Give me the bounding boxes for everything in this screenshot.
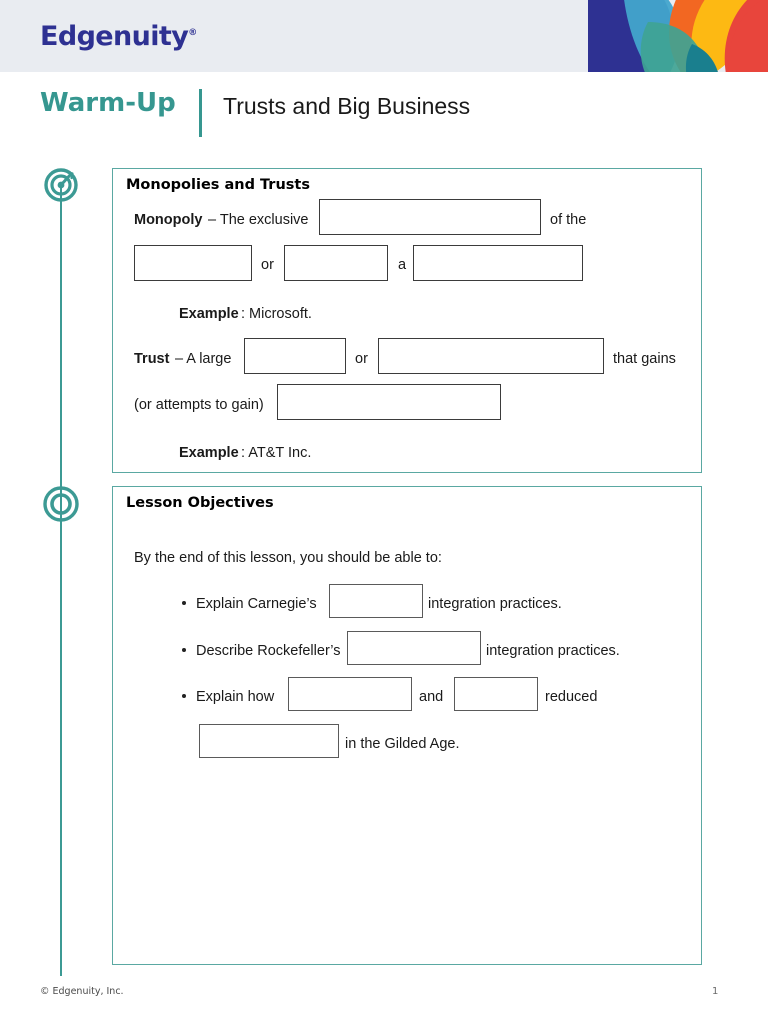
objective-1-text-a: Explain Carnegie’s: [196, 596, 317, 612]
trust-or-attempts-text: (or attempts to gain): [134, 397, 264, 413]
blank-trust-2[interactable]: [378, 338, 604, 374]
blank-monopoly-3[interactable]: [284, 245, 388, 281]
footer-page-number: 1: [712, 986, 719, 997]
target-icon: [44, 168, 78, 202]
page-title-topic: Trusts and Big Business: [223, 93, 471, 119]
blank-objective-3a[interactable]: [288, 677, 412, 711]
registered-trademark-icon: ®: [188, 28, 197, 38]
blank-trust-1[interactable]: [244, 338, 346, 374]
objective-3-text-c: reduced: [545, 689, 598, 705]
card-heading-objectives: Lesson Objectives: [126, 495, 274, 511]
title-divider: [199, 89, 202, 137]
blank-monopoly-4[interactable]: [413, 245, 583, 281]
timeline-rail-line: [60, 186, 62, 976]
blank-monopoly-2[interactable]: [134, 245, 252, 281]
blank-trust-3[interactable]: [277, 384, 501, 420]
card-heading-monopolies: Monopolies and Trusts: [126, 177, 310, 193]
trust-example-value: : AT&T Inc.: [241, 445, 312, 461]
bullet-icon: [182, 694, 186, 698]
objective-1-text-b: integration practices.: [428, 596, 562, 612]
edgenuity-logo-wordmark: Edgenuity®: [40, 21, 197, 52]
trust-definition-lead: – A large: [175, 351, 232, 367]
monopoly-a-text: a: [398, 257, 407, 273]
blank-objective-2[interactable]: [347, 631, 481, 665]
monopoly-definition-lead: – The exclusive: [208, 212, 309, 228]
edgenuity-petal-logo-icon: [588, 0, 768, 72]
brand-header-bar: Edgenuity®: [0, 0, 768, 72]
ring-icon: [43, 486, 79, 522]
blank-objective-3b[interactable]: [454, 677, 538, 711]
trust-that-gains-text: that gains: [613, 351, 676, 367]
monopoly-example-label: Example: [179, 306, 239, 322]
monopoly-term-label: Monopoly: [134, 212, 203, 228]
trust-example-label: Example: [179, 445, 239, 461]
card-lesson-objectives: Lesson Objectives By the end of this les…: [112, 486, 702, 965]
objective-2-text-b: integration practices.: [486, 643, 620, 659]
monopoly-of-the-text: of the: [550, 212, 587, 228]
objective-2-text-a: Describe Rockefeller’s: [196, 643, 341, 659]
page-title-warmup: Warm-Up: [40, 88, 176, 118]
objective-3-text-a: Explain how: [196, 689, 275, 705]
objective-3-text-d: in the Gilded Age.: [345, 736, 460, 752]
footer-copyright: © Edgenuity, Inc.: [40, 986, 124, 997]
blank-objective-3c[interactable]: [199, 724, 339, 758]
trust-term-label: Trust: [134, 351, 170, 367]
bullet-icon: [182, 601, 186, 605]
monopoly-or-text: or: [261, 257, 274, 273]
blank-objective-1[interactable]: [329, 584, 423, 618]
trust-or-text: or: [355, 351, 368, 367]
objective-3-text-b: and: [419, 689, 444, 705]
blank-monopoly-1[interactable]: [319, 199, 541, 235]
monopoly-example-value: : Microsoft.: [241, 306, 312, 322]
bullet-icon: [182, 648, 186, 652]
objectives-intro-text: By the end of this lesson, you should be…: [134, 550, 442, 566]
edgenuity-logo-text: Edgenuity: [40, 21, 189, 52]
page-title-row: Warm-Up Trusts and Big Business: [0, 72, 768, 144]
card-monopolies-and-trusts: Monopolies and Trusts Monopoly – The exc…: [112, 168, 702, 473]
